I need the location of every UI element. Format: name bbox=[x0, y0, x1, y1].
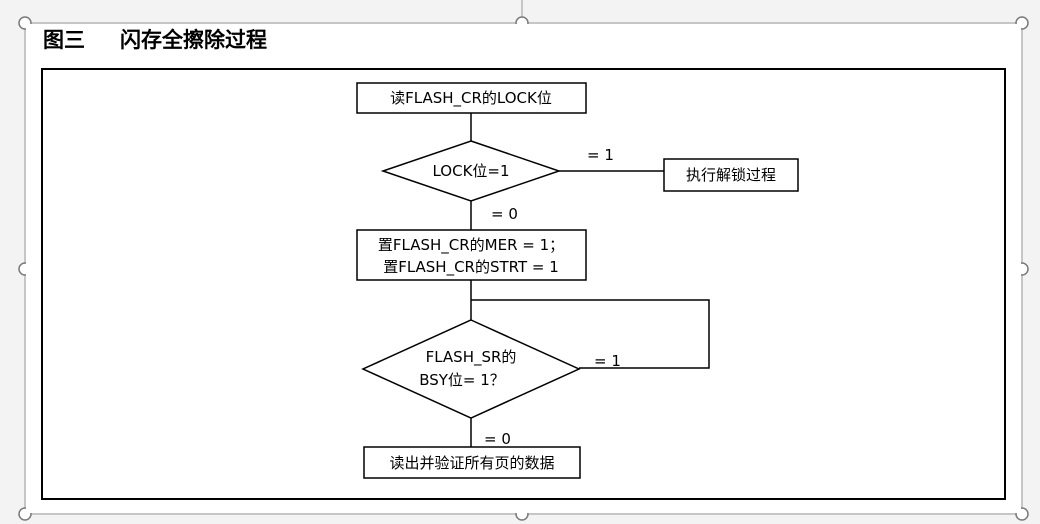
decision-lock-text: LOCK位=1 bbox=[432, 162, 509, 180]
diagram-border bbox=[41, 68, 1006, 500]
edge-label-bsy-no: = 0 bbox=[484, 430, 511, 448]
decision-bsy-line1: FLASH_SR的 bbox=[426, 348, 517, 367]
node-set-mer-line2: 置FLASH_CR的STRT = 1 bbox=[383, 258, 559, 277]
figure-title: 闪存全擦除过程 bbox=[120, 28, 267, 52]
edge-label-lock-no: = 0 bbox=[491, 205, 518, 223]
edge-label-bsy-yes: = 1 bbox=[594, 352, 621, 370]
node-unlock: 执行解锁过程 bbox=[663, 158, 799, 192]
decision-bsy-line2: BSY位= 1？ bbox=[419, 371, 505, 389]
node-set-mer: 置FLASH_CR的MER = 1； 置FLASH_CR的STRT = 1 bbox=[356, 229, 587, 281]
node-unlock-text: 执行解锁过程 bbox=[686, 166, 776, 184]
node-verify-text: 读出并验证所有页的数据 bbox=[389, 454, 554, 472]
decision-bsy: FLASH_SR的 BSY位= 1？ bbox=[361, 319, 581, 419]
node-set-mer-line1: 置FLASH_CR的MER = 1； bbox=[378, 236, 564, 255]
edge-bsy-yes-loop bbox=[471, 299, 710, 369]
decision-lock: LOCK位=1 bbox=[380, 140, 562, 202]
node-read-lock: 读FLASH_CR的LOCK位 bbox=[356, 82, 587, 114]
node-verify: 读出并验证所有页的数据 bbox=[363, 446, 581, 479]
edge-label-lock-yes: = 1 bbox=[587, 146, 614, 164]
figure-label: 图三 bbox=[43, 28, 85, 52]
node-read-lock-text: 读FLASH_CR的LOCK位 bbox=[390, 89, 552, 108]
